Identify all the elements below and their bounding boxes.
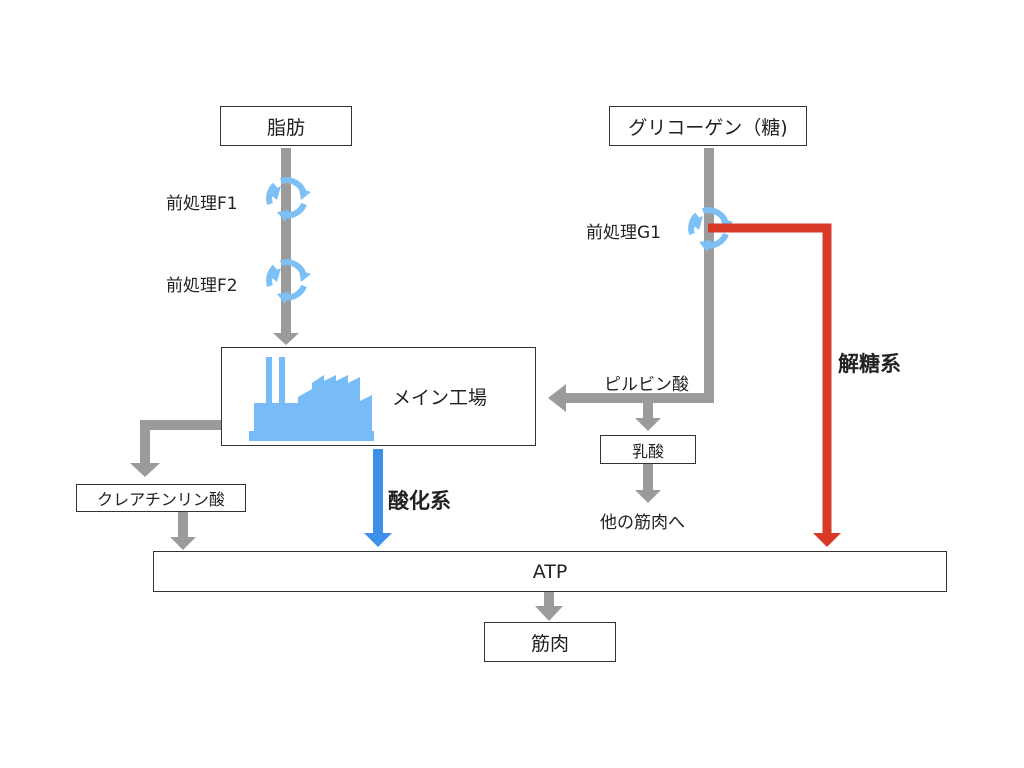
glycolytic-system-label: 解糖系 [838, 352, 901, 376]
other-muscles-label: 他の筋肉へ [600, 513, 685, 533]
glycogen-flow-line [704, 148, 714, 402]
oxidative-arrow-line [373, 449, 383, 535]
atp-label: ATP [532, 560, 568, 583]
fat-to-factory-arrowhead [273, 333, 299, 345]
factory-icon [249, 356, 374, 441]
fat-label: 脂肪 [266, 116, 305, 139]
muscle-box: 筋肉 [484, 622, 616, 662]
other-muscles-arrowhead [635, 490, 661, 503]
pyruvic-acid-label: ピルビン酸 [604, 375, 689, 395]
main-factory-label: メイン工場 [392, 387, 488, 409]
preprocess-f2-label: 前処理F2 [166, 276, 238, 296]
creatine-phosphate-label: クレアチンリン酸 [97, 490, 225, 509]
muscle-arrowhead [535, 606, 563, 621]
glycolytic-line [708, 223, 832, 535]
glycogen-label: グリコーゲン（糖) [628, 116, 788, 139]
fat-flow-line [281, 148, 291, 333]
creatine-atp-arrowhead [170, 537, 196, 550]
pyruvic-to-lactic-line [643, 403, 653, 420]
creatine-phosphate-box: クレアチンリン酸 [76, 484, 246, 512]
preprocess-f1-label: 前処理F1 [166, 194, 238, 214]
muscle-label: 筋肉 [530, 632, 569, 655]
oxidative-arrowhead [364, 533, 392, 547]
lactic-arrowhead [635, 418, 661, 431]
fat-box: 脂肪 [220, 106, 352, 146]
glycogen-box: グリコーゲン（糖) [609, 106, 807, 146]
oxidative-system-label: 酸化系 [388, 489, 451, 513]
pyruvic-arrowhead [548, 384, 566, 412]
creatine-arrowhead [130, 463, 160, 477]
atp-to-muscle-line [544, 592, 554, 608]
pyruvic-to-factory-line [564, 393, 714, 403]
factory-to-creatine-line [140, 420, 222, 465]
preprocess-g1-label: 前処理G1 [586, 223, 661, 243]
atp-box: ATP [153, 551, 947, 592]
creatine-to-atp-line [178, 512, 188, 538]
main-factory-box: メイン工場 [221, 347, 536, 446]
lactic-to-other-line [643, 464, 653, 492]
glycolytic-arrowhead [813, 533, 841, 547]
lactic-acid-box: 乳酸 [600, 435, 696, 464]
lactic-acid-label: 乳酸 [631, 441, 664, 461]
